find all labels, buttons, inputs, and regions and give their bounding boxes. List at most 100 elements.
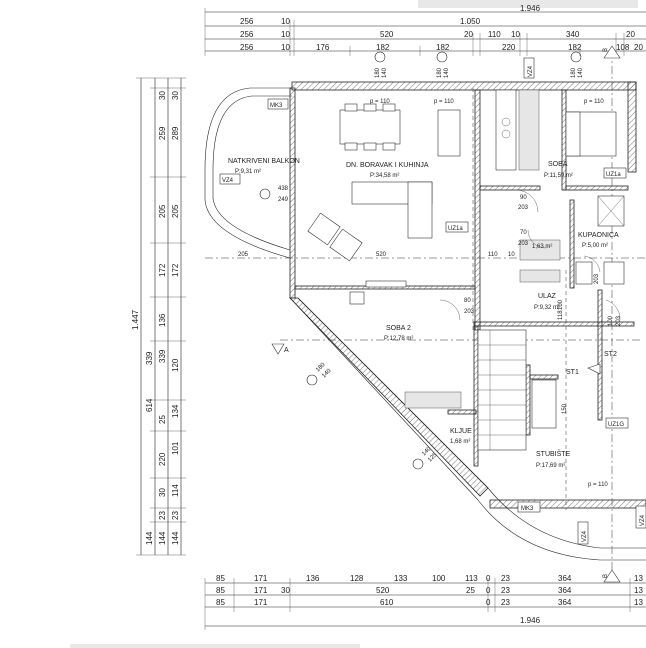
door-100-203: 203	[616, 315, 622, 326]
closet-name: KLJUE	[450, 428, 472, 435]
left-c3-2: 205	[171, 204, 180, 218]
win-d2-125: 125	[427, 452, 439, 464]
tag-uz1a-mid: UZ1a	[448, 226, 463, 232]
entry-area: P:9,32 m²	[534, 305, 560, 311]
win-b-140: 140	[444, 67, 450, 78]
top-r3-1: 10	[281, 43, 290, 52]
left-c3-4: 120	[171, 358, 180, 372]
top-r1-1: 10	[281, 17, 290, 26]
bot-r2-0: 85	[216, 586, 225, 595]
bath-name: KUPAONICA	[578, 232, 619, 239]
bot-r2-6: 23	[501, 586, 510, 595]
window-markers	[374, 51, 582, 63]
left-c3-5: 134	[171, 404, 180, 418]
kitchen-counter	[495, 89, 540, 171]
bath-area: P:5,00 m²	[582, 243, 608, 249]
win-c-180: 180	[571, 67, 577, 78]
top-r2-3: 20	[464, 30, 473, 39]
door-90: 90	[520, 195, 527, 201]
left-c2-7: 220	[158, 452, 167, 466]
bath-203: 203	[594, 273, 600, 284]
left-c3-3: 172	[171, 263, 180, 277]
left-total: 1.447	[131, 309, 140, 330]
left-c3-8: 23	[171, 511, 180, 520]
stairs-name: STUBIŠTE	[536, 449, 571, 458]
bot-r2-1: 171	[254, 586, 268, 595]
bot-r1-8: 23	[501, 574, 510, 583]
section-a: A	[284, 347, 289, 354]
left-c2-2: 205	[158, 204, 167, 218]
top-r3-5: 220	[502, 43, 516, 52]
bedroom1-name: SOBA	[548, 161, 568, 168]
top-r2-4: 110	[488, 30, 501, 39]
bal-dim-205: 205	[238, 252, 249, 258]
bot-r1-4: 133	[394, 574, 408, 583]
door-80-203: 203	[464, 309, 475, 315]
diag-wardrobe	[404, 391, 462, 409]
tag-st2: ST2	[604, 351, 617, 358]
staircase	[477, 329, 559, 451]
top-r3-7: 108	[616, 43, 630, 52]
top-r2-1: 10	[281, 30, 290, 39]
entry-name: ULAZ	[538, 293, 557, 300]
top-r1-2: 1.050	[460, 17, 481, 26]
entry-100: 100	[558, 299, 564, 310]
tag-vz4-left: VZ4	[222, 178, 234, 184]
left-c3-6: 101	[171, 441, 180, 455]
tag-st1: ST1	[566, 369, 579, 376]
left-dimensions	[136, 77, 186, 556]
balcony-area: P:9,31 m²	[235, 169, 261, 175]
top-r2-0: 256	[240, 30, 254, 39]
left-c2-0: 30	[158, 91, 167, 100]
win-c-140: 140	[578, 67, 584, 78]
left-c1-0: 614	[145, 398, 154, 412]
bal-dim-520: 520	[376, 252, 387, 258]
left-c2-8: 30	[158, 488, 167, 497]
door-70-203: 203	[518, 241, 529, 247]
tag-vz4-top: VZ4	[528, 65, 534, 77]
top-total: 1.946	[520, 4, 541, 13]
kitchen-island	[437, 109, 461, 157]
section-b-top: B	[603, 48, 609, 52]
top-r3-4: 182	[436, 43, 450, 52]
bedroom2-area: P:12,78 m²	[384, 336, 413, 342]
door-a1-249: 249	[278, 197, 289, 203]
bal-dim-10: 10	[508, 252, 515, 258]
top-wall	[291, 81, 637, 91]
balcony-name: NATKRIVENI BALKON	[228, 158, 300, 165]
tag-vz4-right: VZ4	[640, 514, 646, 526]
top-r2-5: 10	[511, 30, 520, 39]
stair-150: 150	[562, 403, 568, 414]
door-90-203: 203	[518, 205, 529, 211]
tag-uz1g: UZ1G	[608, 422, 624, 428]
closet-area: 1,68 m²	[450, 439, 470, 445]
bottom-sheet-strip	[70, 644, 360, 648]
left-c1-2: 144	[145, 531, 154, 545]
top-sheet-strip	[418, 0, 638, 8]
sofa	[351, 181, 433, 239]
entry-wardrobe	[519, 269, 561, 283]
win-d1-140: 140	[321, 368, 333, 380]
bot-r2-4: 25	[466, 586, 475, 595]
bot-r3-0: 85	[216, 598, 225, 607]
armchairs	[307, 212, 363, 262]
living-area: P:34,58 m²	[370, 173, 399, 179]
left-c3-9: 144	[171, 531, 180, 545]
left-c2-4: 136	[158, 313, 167, 327]
bottom-dimensions	[204, 578, 646, 630]
outer-shell	[204, 81, 646, 561]
door-a1-438: 438	[278, 186, 289, 192]
bed-1	[565, 111, 617, 157]
bot-r1-10: 13	[634, 574, 643, 583]
bedroom2-name: SOBA 2	[386, 325, 411, 332]
top-r2-2: 520	[380, 30, 394, 39]
bot-total: 1.946	[520, 616, 541, 625]
top-dimensions	[204, 8, 646, 56]
left-c3-7: 114	[171, 484, 180, 497]
win-d1-180: 180	[315, 362, 327, 374]
left-c2-6: 25	[158, 415, 167, 424]
bot-r3-6: 13	[634, 598, 643, 607]
left-c2-1: 259	[158, 126, 167, 140]
left-c2-10: 144	[158, 531, 167, 545]
win-d2-140: 140	[421, 446, 433, 458]
